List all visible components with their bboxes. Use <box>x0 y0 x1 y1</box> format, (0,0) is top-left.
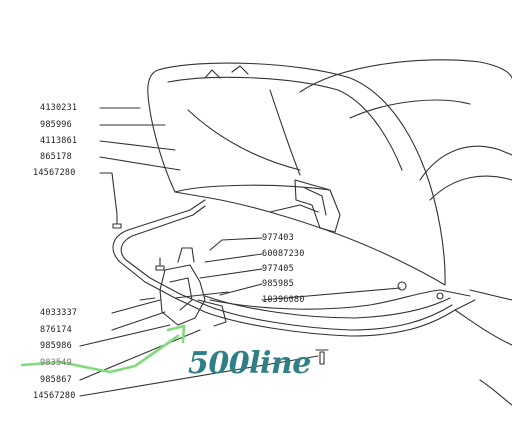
highlight-marker <box>20 324 186 374</box>
part-label: 985985 <box>262 279 294 289</box>
hood-panel <box>147 62 446 286</box>
part-label: 985996 <box>40 120 72 130</box>
release-cable <box>209 289 471 310</box>
part-label: 10396080 <box>262 295 305 305</box>
hood-hinge <box>294 179 341 233</box>
part-label: 14567280 <box>33 391 76 401</box>
part-label: 876174 <box>40 325 72 335</box>
part-label: 14567280 <box>33 168 76 178</box>
part-label: 977405 <box>262 264 294 274</box>
part-label: 977403 <box>262 233 294 243</box>
watermark-logo: 500line <box>188 346 311 381</box>
part-label: 983549 <box>40 358 72 368</box>
part-label: 985867 <box>40 375 72 385</box>
car-body-outline <box>299 59 512 93</box>
hood-lock <box>159 264 206 326</box>
part-label: 4033337 <box>40 308 78 318</box>
part-label: 60087230 <box>262 249 305 259</box>
part-label: 985986 <box>40 341 72 351</box>
part-label: 865178 <box>40 152 72 162</box>
hood-seal <box>112 199 476 337</box>
part-label: 4130231 <box>40 103 78 113</box>
part-label: 4113861 <box>40 136 78 146</box>
